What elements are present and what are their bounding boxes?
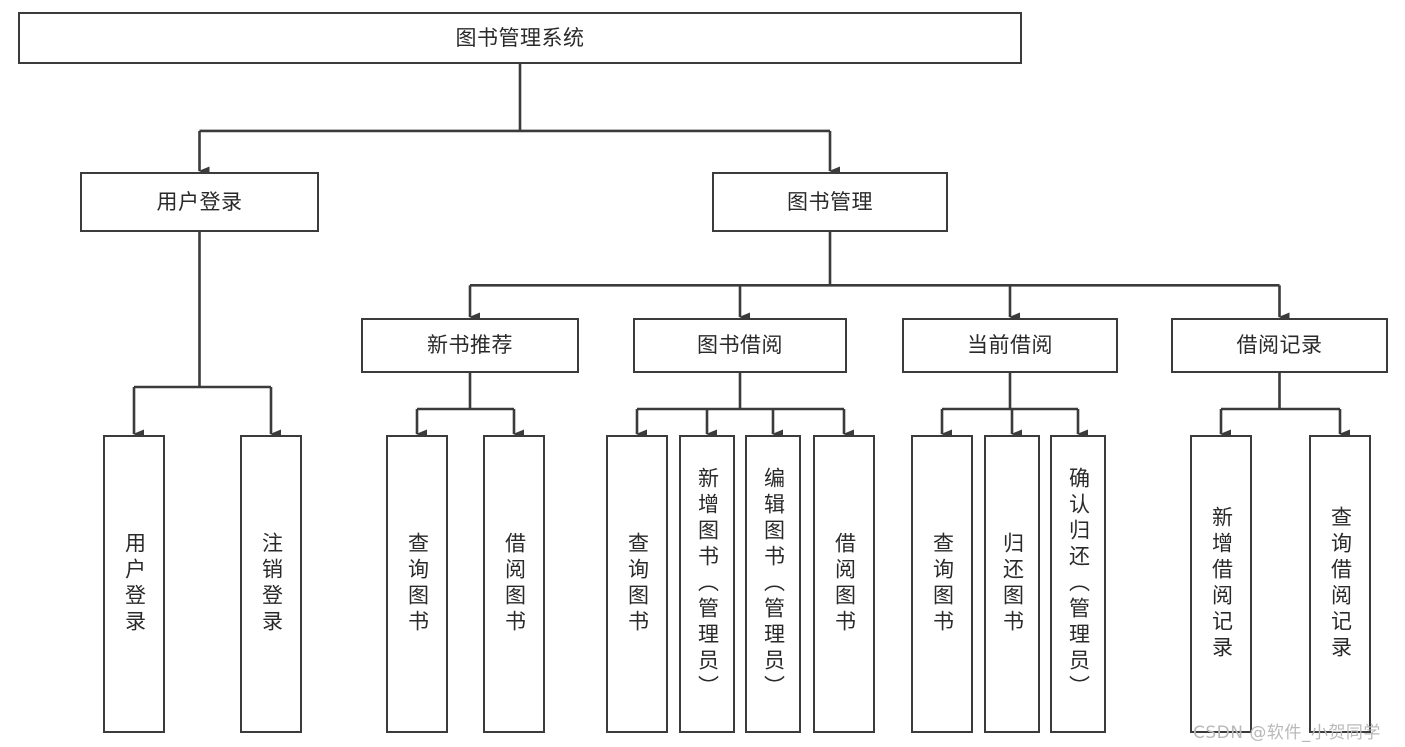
node-label: 图书管理 [787,189,873,214]
node-label: 新增图书（管理员） [695,467,720,701]
node-user-login[interactable]: 用户登录 [80,172,319,232]
node-label: 查询图书 [405,532,430,636]
node-borrow-record[interactable]: 借阅记录 [1171,318,1388,373]
node-label: 借阅图书 [502,532,527,636]
watermark-text: CSDN @软件_小贺同学 [1193,723,1381,743]
node-leaf-nbr-borrow[interactable]: 借阅图书 [483,435,545,733]
node-leaf-nbr-query[interactable]: 查询图书 [386,435,448,733]
node-book-manage[interactable]: 图书管理 [712,172,948,232]
node-label: 图书管理系统 [455,25,585,50]
node-label: 新增借阅记录 [1209,506,1234,662]
node-book-borrow[interactable]: 图书借阅 [633,318,847,373]
node-label: 确认归还（管理员） [1066,467,1091,701]
edge-group [132,64,1350,439]
node-leaf-br-add[interactable]: 新增借阅记录 [1190,435,1252,733]
node-label: 用户登录 [122,532,147,636]
node-leaf-user-login[interactable]: 用户登录 [103,435,165,733]
node-current-borrow[interactable]: 当前借阅 [902,318,1118,373]
node-label: 用户登录 [156,189,243,214]
node-label: 借阅图书 [832,532,857,636]
node-leaf-cb-query[interactable]: 查询图书 [911,435,973,733]
node-leaf-br-query[interactable]: 查询借阅记录 [1309,435,1371,733]
node-leaf-bb-borrow[interactable]: 借阅图书 [813,435,875,733]
node-label: 新书推荐 [427,333,513,358]
node-leaf-cb-return[interactable]: 归还图书 [984,435,1040,733]
node-new-book-rec[interactable]: 新书推荐 [361,318,579,373]
node-leaf-bb-add[interactable]: 新增图书（管理员） [679,435,735,733]
node-label: 注销登录 [259,532,284,636]
node-label: 归还图书 [1000,532,1025,636]
node-label: 当前借阅 [967,333,1053,358]
node-leaf-user-logout[interactable]: 注销登录 [240,435,302,733]
node-root[interactable]: 图书管理系统 [18,12,1022,64]
node-label: 查询图书 [930,532,955,636]
node-label: 编辑图书（管理员） [761,467,786,701]
node-label: 图书借阅 [697,333,783,358]
node-leaf-bb-edit[interactable]: 编辑图书（管理员） [745,435,801,733]
node-leaf-cb-confirm[interactable]: 确认归还（管理员） [1050,435,1106,733]
node-leaf-bb-query[interactable]: 查询图书 [606,435,668,733]
node-label: 查询图书 [625,532,650,636]
node-label: 查询借阅记录 [1328,506,1353,662]
node-label: 借阅记录 [1236,333,1323,358]
